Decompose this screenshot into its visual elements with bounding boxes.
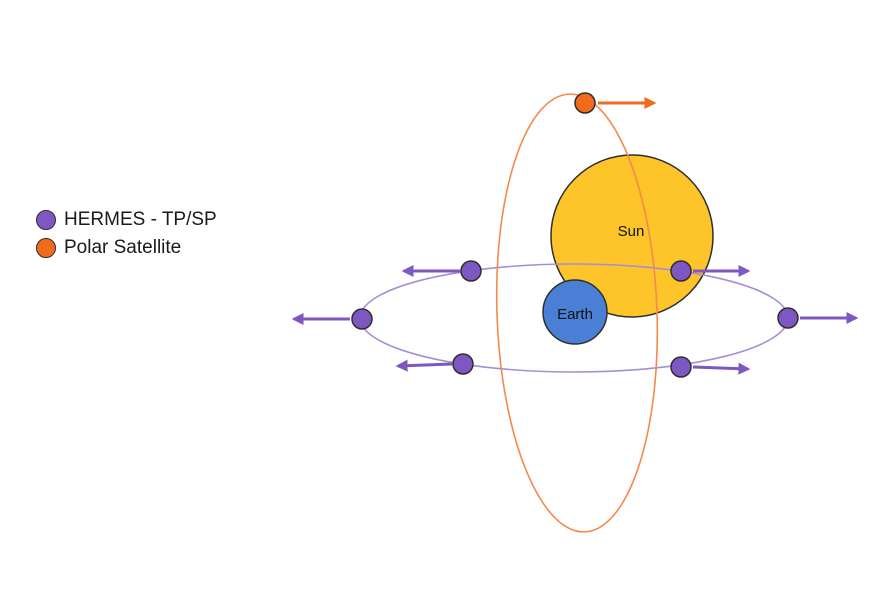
legend: HERMES - TP/SP Polar Satellite <box>36 206 217 262</box>
polar-orbit <box>495 93 659 533</box>
hermes-dot-icon <box>36 210 56 230</box>
polar-dot-icon <box>36 238 56 258</box>
hermes-satellite <box>460 260 482 282</box>
legend-label-polar: Polar Satellite <box>64 237 182 258</box>
hermes-satellite <box>670 356 692 378</box>
legend-item-hermes: HERMES - TP/SP <box>36 206 217 234</box>
hermes-satellite <box>670 260 692 282</box>
earth-label: Earth <box>557 306 593 323</box>
legend-label-hermes: HERMES - TP/SP <box>64 209 217 230</box>
velocity-arrow <box>395 359 453 372</box>
hermes-satellite <box>351 308 373 330</box>
hermes-satellite <box>452 353 474 375</box>
hermes-satellite <box>777 307 799 329</box>
legend-item-polar: Polar Satellite <box>36 234 217 262</box>
velocity-arrow <box>692 362 751 375</box>
polar-satellite <box>574 92 596 114</box>
earth <box>542 279 608 345</box>
sun-label: Sun <box>618 223 645 240</box>
